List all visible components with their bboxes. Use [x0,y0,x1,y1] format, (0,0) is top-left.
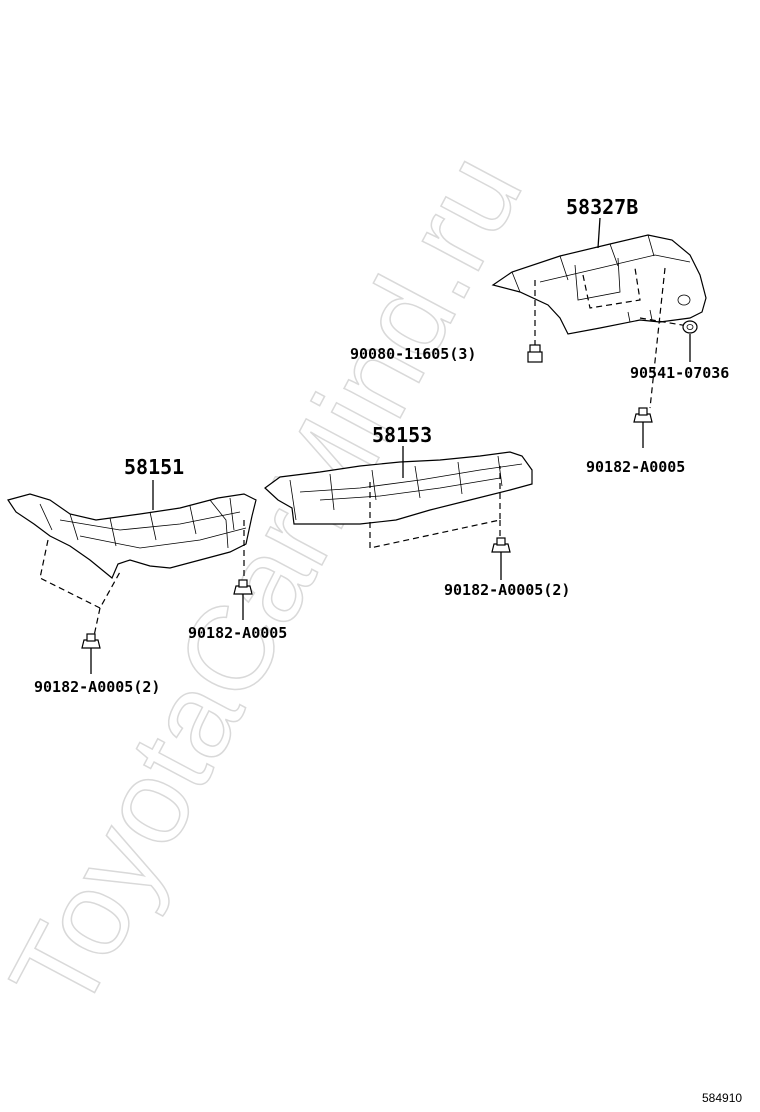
part-label-90182-A0005-2-mid[interactable]: 90182-A0005(2) [444,581,570,599]
heat-insulator-58153[interactable] [264,451,533,525]
heat-insulator-58151[interactable] [7,493,257,579]
part-label-90182-A0005-top[interactable]: 90182-A0005 [586,458,685,476]
clip-icon[interactable] [491,537,511,553]
part-label-90541-07036[interactable]: 90541-07036 [630,364,729,382]
heat-insulator-58327B[interactable] [491,234,707,335]
clip-icon[interactable] [81,633,101,649]
fastener-guide-58327B-c [649,267,666,409]
nut-icon[interactable] [682,320,698,334]
part-label-90080-11605[interactable]: 90080-11605(3) [350,345,476,363]
part-label-58327B[interactable]: 58327B [566,195,638,219]
fastener-guide-58151-b [93,607,101,637]
part-label-90182-A0005-2-left[interactable]: 90182-A0005(2) [34,678,160,696]
part-label-58153[interactable]: 58153 [372,423,432,447]
clip-icon[interactable] [633,407,653,423]
clip-icon[interactable] [233,579,253,595]
leader-58327B [597,217,601,249]
bolt-icon[interactable] [527,344,543,363]
fastener-guide-58327B-d [639,317,689,327]
fastener-guide-58327B-b [582,267,641,309]
part-label-90182-A0005-mid[interactable]: 90182-A0005 [188,624,287,642]
figure-code: 584910 [702,1091,742,1105]
fastener-guide-58153 [369,466,501,549]
part-label-58151[interactable]: 58151 [124,455,184,479]
fastener-guide-58151-a [39,539,121,609]
